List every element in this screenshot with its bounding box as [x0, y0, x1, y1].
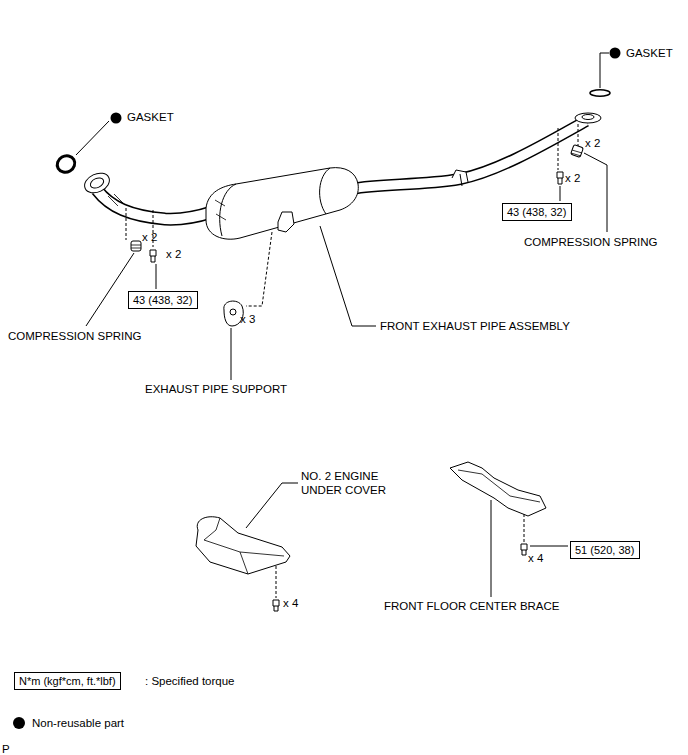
- part-label: GASKET: [127, 110, 174, 124]
- quantity-label: x 2: [166, 247, 181, 261]
- quantity-label: x 4: [283, 596, 298, 610]
- legend-text: : Specified torque: [145, 674, 235, 688]
- quantity-label: x 3: [240, 312, 255, 326]
- quantity-label: x 2: [585, 136, 600, 150]
- torque-value: 43 (438, 32): [507, 205, 567, 219]
- part-label: EXHAUST PIPE SUPPORT: [145, 382, 287, 396]
- torque-box: 51 (520, 38): [570, 541, 640, 559]
- torque-box: 43 (438, 32): [128, 291, 198, 309]
- torque-value: 51 (520, 38): [575, 543, 635, 557]
- part-label: GASKET: [626, 46, 673, 60]
- torque-value: N*m (kgf*cm, ft.*lbf): [19, 674, 116, 688]
- torque-box: 43 (438, 32): [502, 203, 572, 221]
- quantity-label: x 4: [528, 551, 543, 565]
- part-label: COMPRESSION SPRING: [8, 329, 142, 343]
- part-label: FRONT FLOOR CENTER BRACE: [384, 599, 560, 613]
- quantity-label: x 2: [142, 230, 157, 244]
- legend-text: Non-reusable part: [32, 716, 124, 730]
- part-label: FRONT EXHAUST PIPE ASSEMBLY: [380, 319, 570, 333]
- non-reusable-dot: [13, 717, 25, 729]
- quantity-label: x 2: [565, 171, 580, 185]
- torque-legend-box: N*m (kgf*cm, ft.*lbf): [14, 672, 121, 690]
- part-label: NO. 2 ENGINE UNDER COVER: [301, 469, 393, 497]
- part-label: COMPRESSION SPRING: [524, 235, 658, 249]
- part-label: P: [2, 742, 10, 755]
- torque-value: 43 (438, 32): [133, 293, 193, 307]
